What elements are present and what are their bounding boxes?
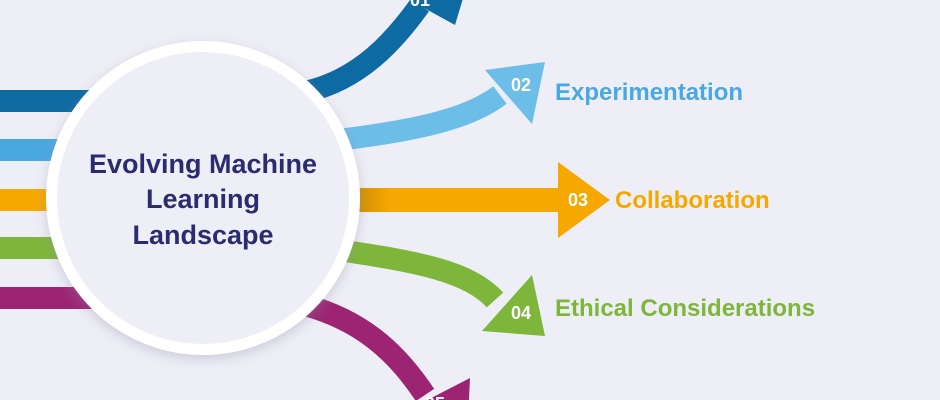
step-label-03: Collaboration xyxy=(615,187,770,214)
step-labels: Experimentation Collaboration Ethical Co… xyxy=(555,79,815,322)
hub-title-line-2: Learning xyxy=(146,184,260,214)
arrow-head-03 xyxy=(558,162,610,238)
arrow-head-01 xyxy=(409,0,463,25)
arrow-shaft-04 xyxy=(336,239,504,308)
hub-title-line-3: Landscape xyxy=(132,220,273,250)
hub: Evolving Machine Learning Landscape xyxy=(46,41,360,355)
step-label-02: Experimentation xyxy=(555,79,743,106)
arrow-head-04 xyxy=(482,275,545,336)
step-number-03: 03 xyxy=(568,190,588,210)
arrow-shaft-02 xyxy=(336,86,507,151)
step-numbers: 01 02 03 04 05 xyxy=(410,0,588,400)
arrow-shaft-01 xyxy=(302,0,429,103)
step-number-05: 05 xyxy=(425,394,445,400)
hub-title-line-1: Evolving Machine xyxy=(89,149,317,179)
step-number-02: 02 xyxy=(511,75,531,95)
arrow-shaft-05 xyxy=(301,294,435,400)
step-label-04: Ethical Considerations xyxy=(555,295,815,322)
arrow-head-02 xyxy=(485,62,545,124)
step-number-04: 04 xyxy=(511,303,531,323)
arrow-head-05 xyxy=(427,378,470,400)
hub-circle xyxy=(57,52,349,344)
step-number-01: 01 xyxy=(410,0,430,10)
